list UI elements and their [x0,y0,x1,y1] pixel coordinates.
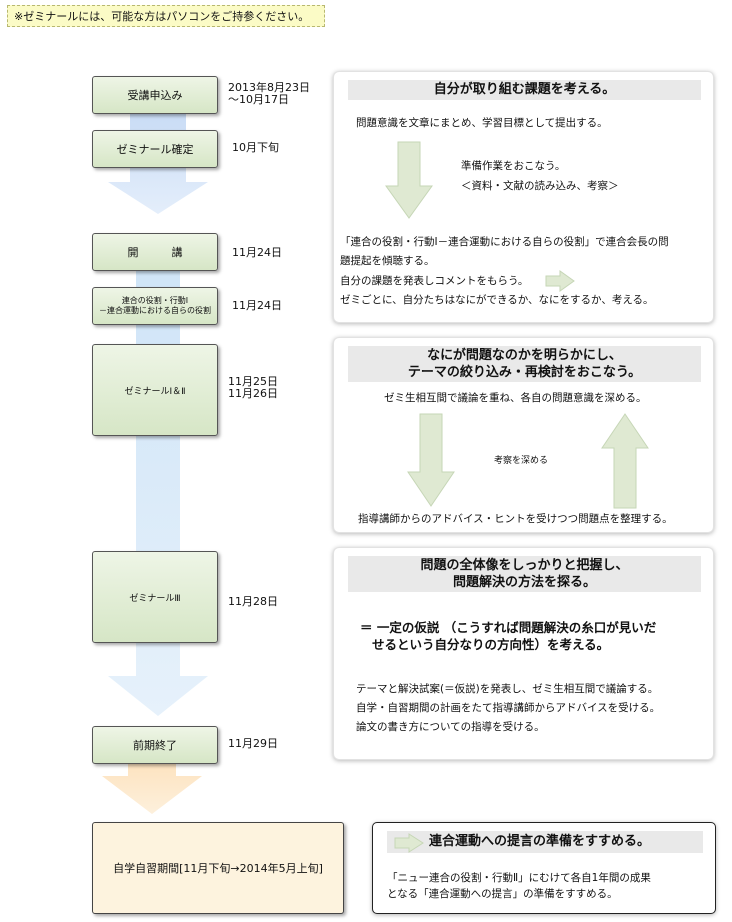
panel-problem-definition-title: なにが問題なのかを明らかにし、 テーマの絞り込み・再検討をおこなう。 [348,346,701,382]
panel-hypothesis-title: 問題の全体像をしっかりと把握し、 問題解決の方法を探る。 [348,556,701,592]
panel-problem-definition-title-2: テーマの絞り込み・再検討をおこなう。 [407,365,642,380]
date-term-end: 11月29日 [228,737,278,750]
date-seminar-3: 11月28日 [228,595,278,608]
panel-hypothesis-lead-1: ＝ 一定の仮説 （こうすれば問題解決の糸口が見いだ [360,620,657,635]
panel-own-issue-body-2: 題提起を傾聴する。 [340,255,435,267]
panel-hypothesis-title-2: 問題解決の方法を探る。 [452,575,596,590]
date-role-lecture: 11月24日 [232,299,282,312]
down-arrow-icon [385,141,433,219]
panel-own-issue-body-1: 「連合の役割・行動Ⅰ－連合運動における自らの役割」で連合会長の問 [340,236,669,248]
step-seminar-1-2: ゼミナールⅠ＆Ⅱ [92,344,218,436]
step-term-end: 前期終了 [92,726,218,764]
panel-problem-definition: なにが問題なのかを明らかにし、 テーマの絞り込み・再検討をおこなう。 ゼミ生相互… [333,337,714,533]
panel-proposal-prep-title: 連合運動への提言の準備をすすめる。 [387,831,703,853]
panel-own-issue-body-4: ゼミごとに、自分たちはなにができるか、なにをするか、考える。 [340,294,654,306]
panel-proposal-prep: 連合運動への提言の準備をすすめる。 「ニュー連合の役割・行動Ⅱ」にむけて各自1年… [372,822,716,914]
down-arrow-icon [407,413,455,507]
panel-problem-definition-line-2: 指導講師からのアドバイス・ヒントを受けつつ問題点を整理する。 [358,513,673,525]
date-application: 2013年8月23日 ～10月17日 [228,81,310,106]
flow-arrow-main [108,256,208,716]
panel-hypothesis: 問題の全体像をしっかりと把握し、 問題解決の方法を探る。 ＝ 一定の仮説 （こう… [333,547,714,760]
panel-hypothesis-body-3: 論文の書き方についての指導を受ける。 [356,721,545,733]
note-banner: ※ゼミナールには、可能な方はパソコンをご持参ください。 [7,5,325,27]
panel-own-issue-body-3: 自分の課題を発表しコメントをもらう。 [340,275,529,287]
panel-own-issue-title: 自分が取り組む課題を考える。 [348,80,701,100]
flow-arrow-bottom [102,764,202,814]
panel-own-issue-line: 問題意識を文章にまとめ、学習目標として提出する。 [356,117,608,129]
panel-hypothesis-title-1: 問題の全体像をしっかりと把握し、 [420,558,629,573]
date-seminar-1-2: 11月25日 11月26日 [228,375,278,400]
up-arrow-icon [601,413,649,509]
panel-problem-definition-line-1: ゼミ生相互間で議論を重ね、各自の問題意識を深める。 [384,392,647,404]
panel-proposal-prep-line-1: 「ニュー連合の役割・行動Ⅱ」にむけて各自1年間の成果 [387,872,651,884]
step-self-study: 自学自習期間[11月下旬→2014年5月上旬] [92,822,344,914]
right-arrow-icon [545,270,575,292]
step-role-lecture: 連合の役割・行動Ⅰ －連合運動における自らの役割 [92,287,218,325]
panel-own-issue-prep: 準備作業をおこなう。 [461,160,566,172]
panel-hypothesis-body-1: テーマと解決試案(＝仮説)を発表し、ゼミ生相互間で議論する。 [356,683,659,695]
panel-own-issue-prep-detail: ＜資料・文献の読み込み、考察＞ [461,180,619,192]
step-seminar-3: ゼミナールⅢ [92,551,218,643]
panel-problem-definition-center: 考察を深める [494,456,549,466]
date-seminar-confirmed: 10月下旬 [232,141,279,154]
right-arrow-icon [394,833,424,853]
panel-proposal-prep-line-2: となる「連合運動への提言」の準備をすすめる。 [387,888,618,900]
step-application: 受講申込み [92,76,218,114]
step-seminar-confirmed: ゼミナール確定 [92,130,218,168]
panel-problem-definition-title-1: なにが問題なのかを明らかにし、 [427,348,622,363]
panel-own-issue: 自分が取り組む課題を考える。 問題意識を文章にまとめ、学習目標として提出する。 … [333,71,714,323]
panel-hypothesis-lead-2: せるという自分なりの方向性）を考える。 [372,637,610,652]
panel-hypothesis-body-2: 自学・自習期間の計画をたて指導講師からアドバイスを受ける。 [356,702,661,714]
step-opening: 開 講 [92,233,218,271]
date-opening: 11月24日 [232,246,282,259]
